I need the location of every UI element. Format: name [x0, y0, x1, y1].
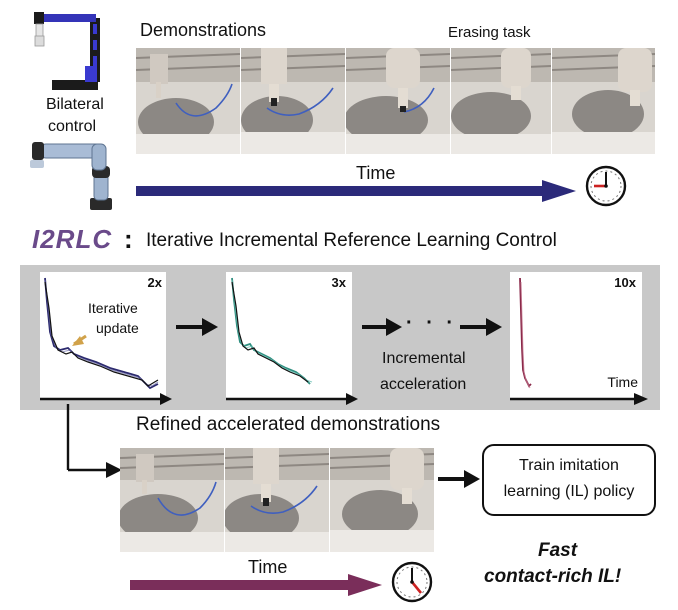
tagline-line2: contact-rich IL!: [484, 566, 622, 587]
demo-frame-4: [451, 48, 551, 154]
task-label: Erasing task: [448, 24, 531, 41]
clock-icon: [391, 561, 433, 603]
time-arrow-top: [136, 180, 576, 202]
plot-2x: 2x Iterative update: [40, 272, 166, 398]
plot-2x-time-axis: [40, 393, 172, 405]
plot-10x-multiplier: 10x: [614, 275, 636, 290]
demo-frame-2: [241, 48, 345, 154]
method-colon: :: [124, 224, 133, 254]
demo-frame-5: [552, 48, 655, 154]
refined-frame-3: [330, 448, 434, 552]
robot-label-line2: control: [48, 118, 97, 135]
refined-title: Refined accelerated demonstrations: [136, 414, 441, 435]
plot-2x-note-line1: Iterative: [88, 300, 138, 316]
robot-arm-ur-icon: [30, 142, 112, 210]
iteration-arrow-2-start: [362, 318, 402, 336]
iteration-dots: · · ·: [406, 312, 458, 334]
plot-2x-note-line2: update: [96, 320, 139, 336]
plot-3x-multiplier: 3x: [331, 275, 346, 290]
time-label-bottom: Time: [248, 557, 288, 577]
iteration-arrow-2-end: [460, 318, 502, 336]
plot-3x: 3x: [226, 272, 352, 398]
demo-frame-3: [346, 48, 450, 154]
refined-frame-1: [120, 448, 224, 552]
time-label-top: Time: [356, 163, 396, 183]
clock-icon: [585, 165, 627, 207]
tagline-line1: Fast: [538, 540, 578, 561]
accel-label-line2: acceleration: [380, 376, 467, 393]
robot-arm-blue-icon: [34, 12, 100, 90]
train-arrow: [438, 470, 480, 488]
train-line1: Train imitation: [519, 457, 619, 474]
time-arrow-bottom: [130, 574, 382, 596]
accel-label-line1: Incremental: [382, 350, 466, 367]
train-line2: learning (IL) policy: [503, 483, 635, 500]
method-full-name: Iterative Incremental Reference Learning…: [146, 230, 557, 251]
train-policy-card: Train imitation learning (IL) policy: [482, 444, 656, 516]
demonstrations-title: Demonstrations: [140, 20, 267, 40]
demo-frame-1: [136, 48, 240, 154]
plot-10x-time-axis: [510, 393, 648, 405]
connector-arrow: [66, 404, 122, 478]
plot-10x-axis-label: Time: [607, 374, 638, 390]
plot-3x-time-axis: [226, 393, 358, 405]
iteration-arrow-1: [176, 318, 218, 336]
robot-label-line1: Bilateral: [46, 96, 104, 113]
plot-2x-multiplier: 2x: [147, 275, 162, 290]
method-acronym: I2RLC: [32, 224, 113, 254]
plot-10x: 10x Time: [510, 272, 642, 398]
refined-frame-2: [225, 448, 329, 552]
